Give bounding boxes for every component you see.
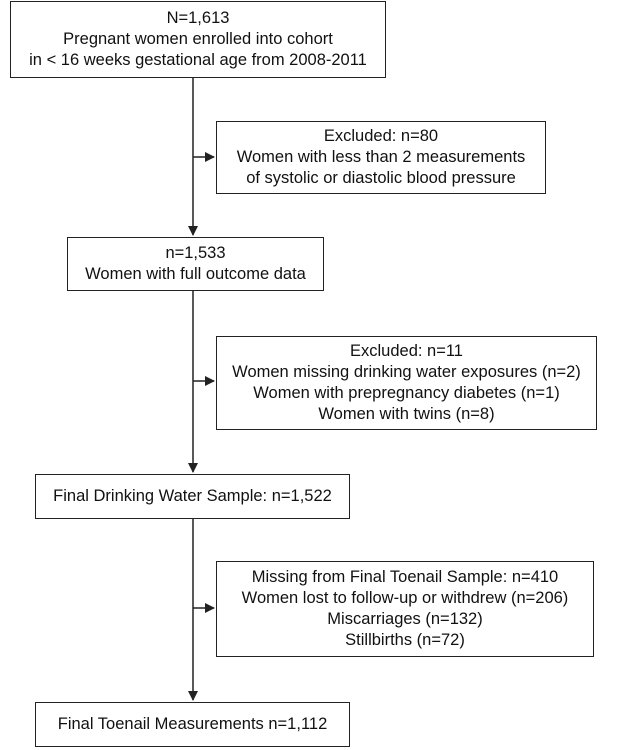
enrolled-desc-1: Pregnant women enrolled into cohort — [63, 30, 333, 48]
excluded-1-desc-2: of systolic or diastolic blood pressure — [246, 169, 516, 187]
missing-toenail-reason-1: Women lost to follow-up or withdrew (n=2… — [241, 589, 569, 607]
excluded-1-count: Excluded: n=80 — [323, 127, 439, 145]
excluded-1-box: Excluded: n=80 Women with less than 2 me… — [216, 121, 546, 194]
excluded-2-box: Excluded: n=11 Women missing drinking wa… — [216, 336, 597, 430]
full-outcome-box: n=1,533 Women with full outcome data — [67, 237, 324, 291]
excluded-2-count: Excluded: n=11 — [350, 342, 463, 360]
enrolled-desc-2: in < 16 weeks gestational age from 2008-… — [29, 51, 367, 69]
missing-toenail-count: Missing from Final Toenail Sample: n=410 — [251, 568, 559, 586]
enrolled-count: N=1,613 — [166, 9, 230, 27]
missing-toenail-reason-2: Miscarriages (n=132) — [327, 610, 483, 628]
excluded-2-reason-2: Women with prepregnancy diabetes (n=1) — [253, 384, 560, 402]
missing-toenail-box: Missing from Final Toenail Sample: n=410… — [216, 561, 594, 657]
excluded-1-desc-1: Women with less than 2 measurements — [236, 148, 526, 166]
excluded-2-reason-1: Women missing drinking water exposures (… — [232, 363, 581, 381]
full-outcome-desc: Women with full outcome data — [85, 265, 306, 283]
final-toenail-label: Final Toenail Measurements n=1,112 — [57, 715, 328, 733]
full-outcome-count: n=1,533 — [165, 244, 226, 262]
drinking-water-label: Final Drinking Water Sample: n=1,522 — [53, 487, 332, 505]
missing-toenail-reason-3: Stillbirths (n=72) — [345, 631, 465, 649]
final-toenail-box: Final Toenail Measurements n=1,112 — [35, 702, 350, 747]
enrolled-box: N=1,613 Pregnant women enrolled into coh… — [10, 1, 386, 78]
drinking-water-box: Final Drinking Water Sample: n=1,522 — [35, 474, 350, 519]
excluded-2-reason-3: Women with twins (n=8) — [318, 405, 495, 423]
